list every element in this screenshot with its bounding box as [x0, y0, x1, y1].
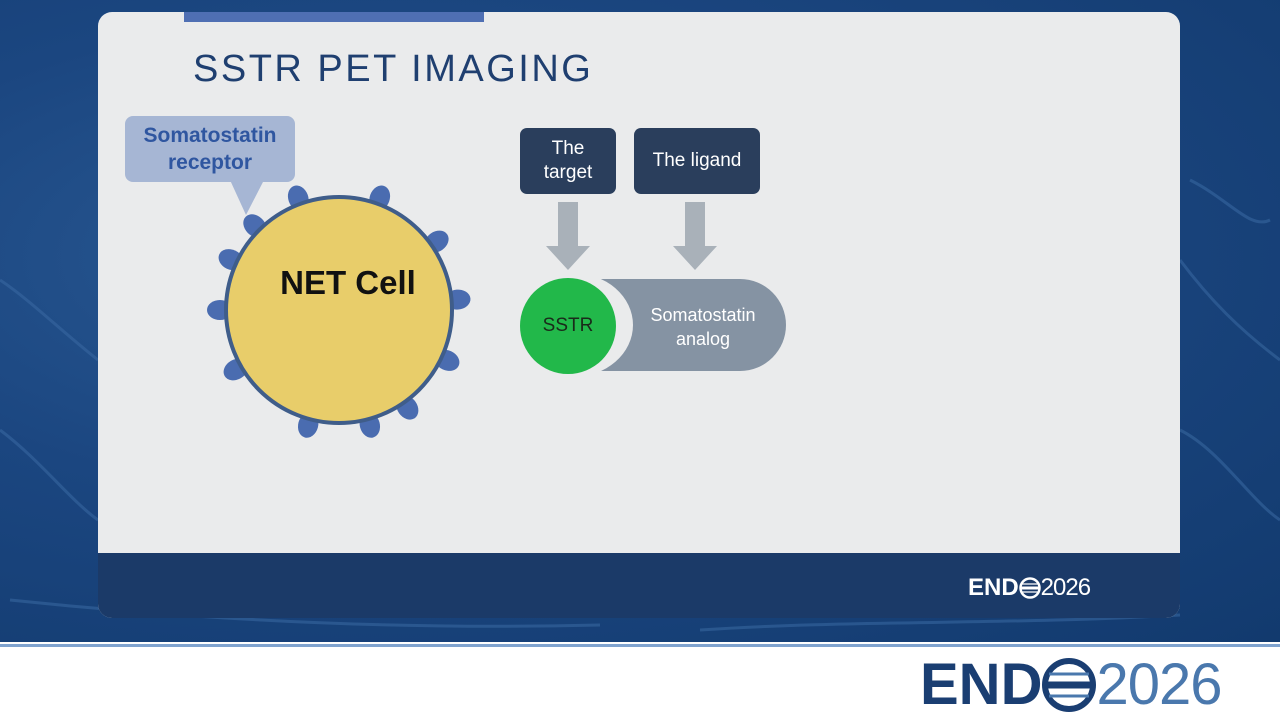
logo-endo-text: END [968, 574, 1019, 601]
net-cell-body [224, 195, 454, 425]
slide-accent-bar [184, 12, 484, 22]
the-ligand-box: The ligand [634, 128, 760, 194]
somatostatin-analog-label: Somatostatin analog [633, 303, 773, 351]
callout-line-1: Somatostatin [143, 124, 277, 147]
analog-line-2: analog [675, 329, 731, 349]
callout-tail [230, 180, 264, 215]
the-target-box: The target [520, 128, 616, 194]
footer-stripe [0, 642, 1280, 650]
slide-panel: SSTR PET IMAGING Somatostatin receptor N… [98, 12, 1180, 618]
target-line-2: target [543, 162, 593, 183]
analog-line-1: Somatostatin [650, 305, 756, 325]
logo-year-text: 2026 [1040, 574, 1091, 601]
ligand-label: The ligand [652, 150, 742, 171]
logo-large-year-text: 2026 [1096, 652, 1222, 717]
globe-icon [1018, 577, 1041, 599]
slide-footer-band [98, 553, 1180, 618]
somatostatin-receptor-callout: Somatostatin receptor [125, 116, 295, 182]
target-line-1: The [551, 138, 585, 159]
net-cell-label: NET Cell [280, 264, 416, 301]
target-down-arrow [546, 202, 590, 270]
sstr-label: SSTR [542, 315, 594, 336]
endo-logo-small: END 2026 [968, 574, 1091, 602]
logo-large-endo-text: END [920, 652, 1043, 717]
slide-title: SSTR PET IMAGING [193, 48, 594, 90]
endo-logo-large: END 2026 [920, 652, 1223, 717]
sstr-circle: SSTR [520, 278, 616, 374]
callout-line-2: receptor [167, 151, 252, 174]
diagram-graphics [207, 180, 471, 438]
globe-icon-large [1042, 658, 1097, 712]
ligand-down-arrow [673, 202, 717, 270]
